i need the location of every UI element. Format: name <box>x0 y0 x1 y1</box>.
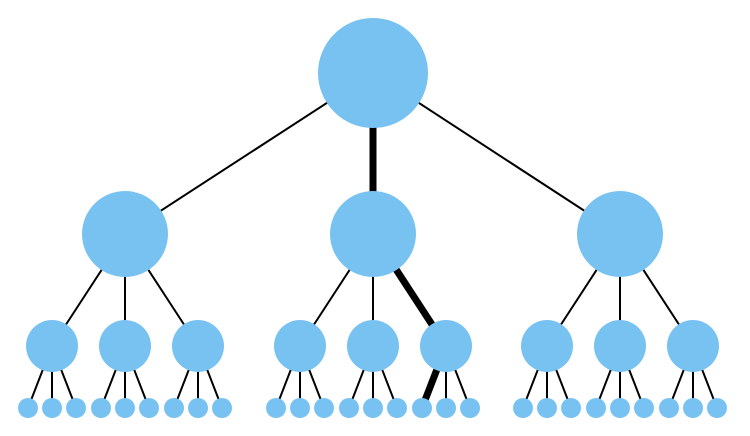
node-level-3-2-0-2 <box>561 398 581 418</box>
node-level-2-0-0 <box>26 320 78 372</box>
node-level-2-2-0 <box>521 320 573 372</box>
node-level-3-0-1-1 <box>115 398 135 418</box>
node-level-3-1-2-1 <box>436 398 456 418</box>
node-level-2-2-1 <box>594 320 646 372</box>
root-node <box>318 18 428 128</box>
node-level-3-0-2-0 <box>164 398 184 418</box>
tree-nodes <box>18 18 727 418</box>
node-level-3-0-0-2 <box>66 398 86 418</box>
node-level-3-2-2-0 <box>659 398 679 418</box>
node-level-3-0-1-0 <box>91 398 111 418</box>
node-level-3-1-2-2 <box>460 398 480 418</box>
node-level-3-0-2-2 <box>212 398 232 418</box>
node-level-3-2-1-2 <box>634 398 654 418</box>
node-level-3-2-2-2 <box>707 398 727 418</box>
node-level-3-2-2-1 <box>683 398 703 418</box>
node-level-1-0 <box>82 191 168 277</box>
node-level-3-2-1-0 <box>586 398 606 418</box>
node-level-2-1-2 <box>420 320 472 372</box>
node-level-3-1-2-0 <box>412 398 432 418</box>
node-level-3-0-0-0 <box>18 398 38 418</box>
node-level-3-1-0-1 <box>290 398 310 418</box>
node-level-2-1-0 <box>274 320 326 372</box>
node-level-3-2-1-1 <box>610 398 630 418</box>
node-level-3-0-0-1 <box>42 398 62 418</box>
node-level-2-1-1 <box>347 320 399 372</box>
node-level-3-1-1-2 <box>387 398 407 418</box>
node-level-1-2 <box>577 191 663 277</box>
node-level-3-0-1-2 <box>139 398 159 418</box>
node-level-1-1 <box>330 191 416 277</box>
node-level-3-1-1-0 <box>339 398 359 418</box>
node-level-3-1-0-0 <box>266 398 286 418</box>
node-level-3-1-0-2 <box>314 398 334 418</box>
node-level-3-2-0-0 <box>513 398 533 418</box>
node-level-2-0-2 <box>172 320 224 372</box>
node-level-3-2-0-1 <box>537 398 557 418</box>
node-level-2-0-1 <box>99 320 151 372</box>
node-level-3-1-1-1 <box>363 398 383 418</box>
node-level-3-0-2-1 <box>188 398 208 418</box>
node-level-2-2-2 <box>667 320 719 372</box>
